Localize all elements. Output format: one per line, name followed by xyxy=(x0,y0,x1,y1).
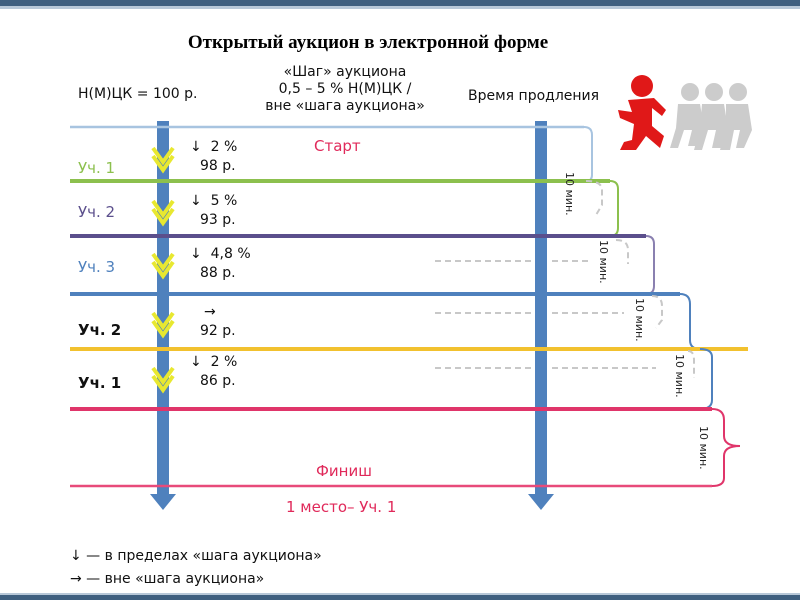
chevron-3b xyxy=(151,260,175,280)
bid-2-price: 93 р. xyxy=(200,212,236,228)
bid-5-price: 86 р. xyxy=(200,373,236,389)
extension-label-3: 10 мин. xyxy=(633,298,646,342)
nmck-label: Н(М)ЦК = 100 р. xyxy=(78,86,198,102)
bottom-frame-accent xyxy=(0,593,800,595)
extension-label-1: 10 мин. xyxy=(563,172,576,216)
bracket-4 xyxy=(699,348,713,410)
auction-step-line-2: 0,5 – 5 % Н(М)ЦК / xyxy=(278,81,412,97)
bid-1-percent: 2 % xyxy=(210,139,238,155)
extension-label-5: 10 мин. xyxy=(697,426,710,470)
bid-4-arrow: → xyxy=(204,304,216,320)
chevron-5b xyxy=(151,374,175,394)
bid-3-percent: 4,8 % xyxy=(210,246,251,262)
bracket-5 xyxy=(711,408,741,487)
extension-label-2: 10 мин. xyxy=(597,240,610,284)
bid-3-participant: Уч. 3 xyxy=(78,258,116,276)
page-title: Открытый аукцион в электронной форме xyxy=(187,32,549,53)
leader-runner-figure xyxy=(618,75,666,150)
chevron-2 xyxy=(151,199,175,219)
top-frame-bar xyxy=(0,0,800,6)
bid-2-participant: Уч. 2 xyxy=(78,203,116,221)
bid-4-participant: Уч. 2 xyxy=(78,321,122,339)
bid-5-arrow: ↓ xyxy=(190,354,202,370)
chevron-1b xyxy=(151,154,175,174)
bid-1-price: 98 р. xyxy=(200,158,236,174)
result-label: 1 место– Уч. 1 xyxy=(286,498,397,516)
dashed-bracket-2 xyxy=(615,239,629,264)
bid-5-percent: 2 % xyxy=(210,354,238,370)
extension-label-4: 10 мин. xyxy=(673,354,686,398)
time-axis-shaft xyxy=(535,121,547,494)
bid-2-step: ↓ 5 % 93 р. xyxy=(190,192,237,230)
chevron-2b xyxy=(151,207,175,227)
bid-4-price: 92 р. xyxy=(200,323,236,339)
bracket-1 xyxy=(609,180,619,237)
legend-within-step: ↓ — в пределах «шага аукциона» xyxy=(70,548,322,564)
bottom-frame-bar xyxy=(0,595,800,600)
bid-1-participant: Уч. 1 xyxy=(78,159,116,177)
bid-5-step: ↓ 2 % 86 р. xyxy=(190,353,237,391)
bid-5-participant: Уч. 1 xyxy=(78,374,122,392)
runners-illustration xyxy=(618,75,752,150)
bid-3-price: 88 р. xyxy=(200,265,236,281)
chevron-4 xyxy=(151,311,175,331)
chevron-3 xyxy=(151,252,175,272)
time-axis-arrowhead xyxy=(528,494,554,510)
bid-1-step: ↓ 2 % 98 р. xyxy=(190,138,237,176)
auction-step-header: «Шаг» аукциона 0,5 – 5 % Н(М)ЦК / вне «ш… xyxy=(255,64,435,115)
bracket-3 xyxy=(679,293,701,350)
finish-label: Финиш xyxy=(316,462,372,480)
bid-3-arrow: ↓ xyxy=(190,246,202,262)
bid-3-step: ↓ 4,8 % 88 р. xyxy=(190,245,251,283)
price-axis-arrowhead xyxy=(150,494,176,510)
extension-time-header: Время продления xyxy=(468,88,600,104)
dashed-bracket-4 xyxy=(687,350,695,378)
dashed-bracket-1 xyxy=(585,180,603,216)
chevrons xyxy=(151,146,175,394)
dashed-bracket-3 xyxy=(651,295,663,329)
chevron-5 xyxy=(151,366,175,386)
bid-4-step: → 92 р. xyxy=(190,303,236,341)
chevron-1 xyxy=(151,146,175,166)
start-bracket xyxy=(583,126,593,182)
auction-step-line-3: вне «шага аукциона» xyxy=(265,98,425,114)
top-frame-accent xyxy=(0,6,800,9)
auction-step-line-1: «Шаг» аукциона xyxy=(283,64,407,80)
chevron-4b xyxy=(151,319,175,339)
bid-2-percent: 5 % xyxy=(210,193,238,209)
legend-outside-step: → — вне «шага аукциона» xyxy=(70,571,265,587)
bid-1-arrow: ↓ xyxy=(190,139,202,155)
bid-2-arrow: ↓ xyxy=(190,193,202,209)
grey-runner-figures xyxy=(670,83,752,150)
bracket-2 xyxy=(645,235,655,295)
price-axis-shaft xyxy=(157,121,169,494)
start-label: Старт xyxy=(314,137,361,155)
